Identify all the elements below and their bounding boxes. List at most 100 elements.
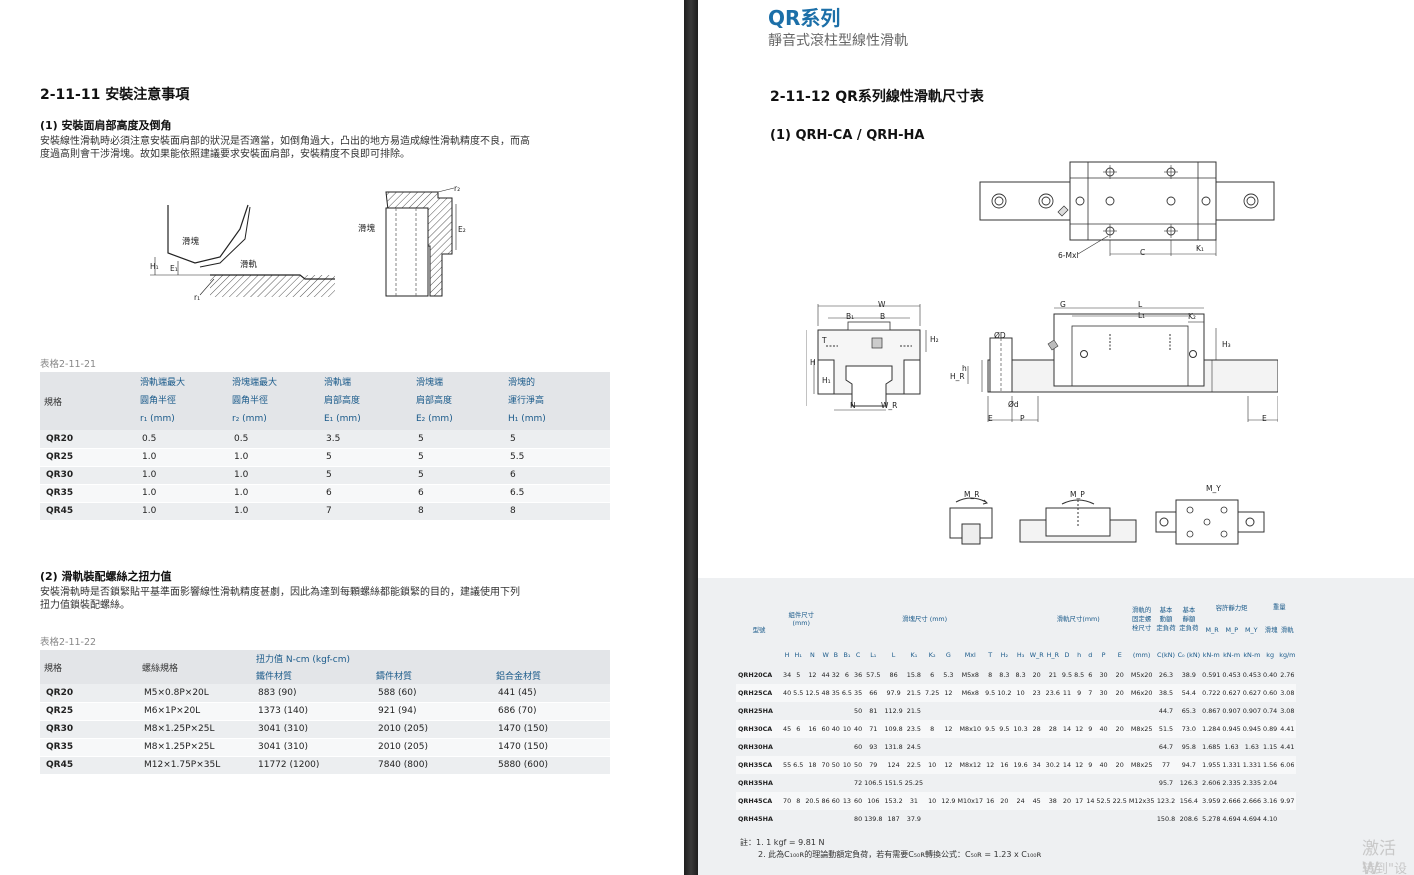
table2-header-cast: 鑄件材質 (372, 666, 492, 684)
spec-cell: 70 (820, 756, 831, 774)
spec-cell: 6 (844, 671, 849, 679)
spec-cell (1061, 702, 1073, 720)
spec-cell (1045, 810, 1061, 828)
spec-cell-model: QRH45HA (738, 815, 773, 823)
spec-cell (782, 738, 792, 756)
spec-cell (831, 702, 841, 720)
side-h-label: h (962, 364, 967, 373)
torque-text-line2: 扭力值鎖裝配螺絲。 (40, 600, 130, 611)
spec-cell: 1.331 (1241, 756, 1263, 774)
spec-cell: 45 (1028, 792, 1045, 810)
spec-cell (1073, 738, 1085, 756)
spec-cell: 0.40 (1263, 671, 1278, 679)
side-k2-label: K₂ (1188, 312, 1196, 321)
spec-cell: 35 (830, 684, 841, 702)
spec-cell: 14 (1085, 792, 1096, 810)
spec-cell: 3.959 (1201, 792, 1222, 810)
spec-cell: 0.627 (1241, 684, 1263, 702)
spec-cell (940, 738, 956, 756)
spec-unit-header: H₃ (1016, 651, 1025, 659)
spec-cell: 112.9 (884, 707, 903, 715)
spec-cell: 14 (1060, 720, 1074, 738)
top-view-drawing (979, 161, 1275, 256)
side-l1-label: L₁ (1138, 311, 1146, 320)
spec-cell: 12 (1073, 720, 1086, 738)
spec-cell (996, 810, 1012, 828)
spec-cell: 86 (889, 671, 898, 679)
spec-cell: 20 (1111, 684, 1128, 702)
spec-cell: M6x8 (956, 684, 985, 702)
spec-cell (1095, 774, 1111, 792)
spec-cell: 1.284 (1201, 720, 1222, 738)
table1-cell: 1.0 (136, 466, 228, 485)
spec-cell: 126.3 (1179, 779, 1198, 787)
spec-cell: 45 (782, 720, 793, 738)
diagram1-r1-label: r₁ (194, 293, 201, 302)
table1-cell: 6.5 (504, 484, 610, 503)
spec-cell (804, 702, 820, 720)
spec-cell: 8 (792, 792, 805, 810)
table2-cell: 883 (90) (252, 684, 372, 703)
table1-cell: 5 (320, 466, 412, 485)
spec-cell: 9.97 (1278, 792, 1297, 810)
spec-cell (924, 774, 940, 792)
table2-cell: M8×1.25P×25L (138, 720, 252, 739)
spec-cell: 57.5 (866, 671, 881, 679)
spec-cell: 8.5 (1074, 671, 1085, 679)
spec-cell (821, 774, 831, 792)
spec-cell (1029, 738, 1045, 756)
spec-cell: 0.627 (1221, 684, 1242, 702)
spec-cell: 2.04 (1263, 779, 1278, 787)
spec-cell: M8x25 (1127, 756, 1156, 774)
spec-cell: 5 (796, 671, 801, 679)
spec-unit-header: C(kN) (1157, 651, 1175, 659)
series-subtitle: 靜音式滾柱型線性滑軌 (768, 33, 908, 49)
spec-cell: 44.7 (1158, 707, 1174, 715)
side-e1-label: E (988, 414, 993, 423)
spec-cell: 1.63 (1244, 743, 1259, 751)
spec-cell: 60 (854, 743, 863, 751)
front-n-label: N (850, 401, 856, 410)
front-wr-label: W_R (881, 401, 898, 410)
moment-my-label: M_Y (1206, 484, 1221, 493)
spec-cell: 139.8 (864, 815, 883, 823)
spec-cell: 16 (996, 756, 1013, 774)
front-h1-label: H₁ (822, 376, 831, 385)
spec-cell (1085, 810, 1095, 828)
spec-cell: 151.5 (884, 779, 903, 787)
spec-cell: 9.5 (1061, 671, 1073, 679)
spec-cell-model: QRH30HA (738, 743, 773, 751)
spec-unit-header: kN-m (1243, 651, 1261, 659)
spec-cell (841, 774, 853, 792)
spec-cell: 1.56 (1262, 756, 1279, 774)
spec-cell: 10 (840, 756, 853, 774)
spec-cell: 6.06 (1278, 756, 1297, 774)
spec-cell: 6 (930, 671, 935, 679)
spec-cell: 34 (783, 671, 792, 679)
spec-cell (1061, 738, 1073, 756)
spec-cell-model: QRH25CA (736, 684, 782, 702)
activation-watermark: 激活 W (1362, 839, 1396, 875)
subsection-title-torque: (2) 滑軌裝配螺絲之扭力值 (40, 570, 172, 583)
spec-cell (841, 810, 853, 828)
table2-cell: 1470 (150) (492, 738, 610, 757)
side-p-label: P (1020, 414, 1025, 423)
spec-cell: 12.5 (804, 684, 821, 702)
spec-cell: 0.89 (1262, 720, 1279, 738)
spec-cell: 6 (792, 720, 805, 738)
spec-unit-header: H (784, 651, 790, 659)
spec-cell (1085, 702, 1095, 720)
spec-cell (1085, 774, 1095, 792)
spec-unit-header: K₁ (910, 651, 918, 659)
spec-cell: 95.8 (1181, 743, 1196, 751)
spec-cell: 97.9 (883, 684, 904, 702)
spec-cell (1029, 702, 1045, 720)
